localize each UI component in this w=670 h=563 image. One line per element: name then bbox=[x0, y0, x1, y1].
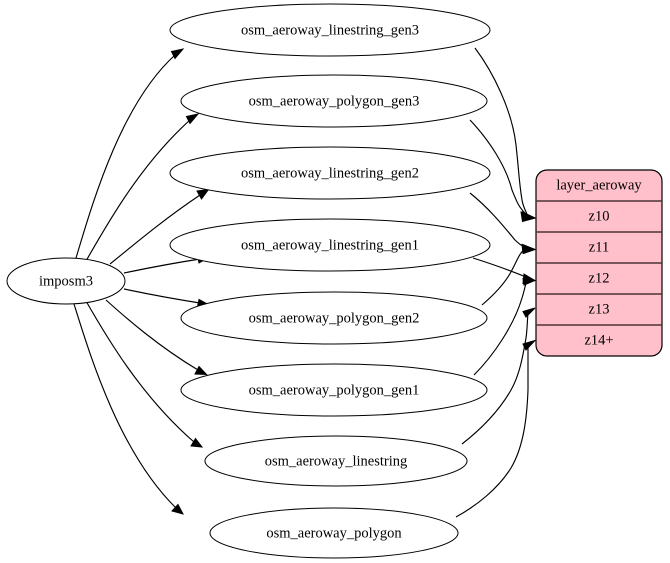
layer-aeroway-row-z10[interactable]: z10 bbox=[589, 208, 610, 224]
node-label-linestring-gen2: osm_aeroway_linestring_gen2 bbox=[241, 165, 419, 181]
edge-imposm3-to-linestring-gen1 bbox=[123, 258, 201, 274]
node-label-polygon-gen2: osm_aeroway_polygon_gen2 bbox=[249, 310, 420, 326]
arrow-head-polygon bbox=[171, 503, 184, 515]
arrow-head-linestring-gen2 bbox=[196, 188, 210, 200]
layer-aeroway-row-z13[interactable]: z13 bbox=[589, 301, 610, 317]
node-osm_aeroway_polygon_gen3[interactable]: osm_aeroway_polygon_gen3 bbox=[180, 74, 488, 128]
edge-imposm3-to-linestring bbox=[85, 300, 195, 443]
node-label-linestring-gen3: osm_aeroway_linestring_gen3 bbox=[241, 22, 419, 38]
layer-aeroway-header-label: layer_aeroway bbox=[556, 177, 642, 193]
arrow-head-z14 bbox=[522, 339, 537, 351]
node-label-linestring-gen1: osm_aeroway_linestring_gen1 bbox=[241, 237, 419, 253]
edge-imposm3-to-linestring-gen3 bbox=[75, 54, 176, 259]
edge-polygon-gen3-to-z10 bbox=[469, 119, 527, 215]
arrow-head-z12-b bbox=[522, 277, 537, 286]
node-imposm3-shape[interactable] bbox=[6, 257, 126, 305]
arrow-head-z10-b bbox=[520, 211, 537, 223]
node-osm_aeroway_linestring_gen1[interactable]: osm_aeroway_linestring_gen1 bbox=[169, 218, 491, 272]
node-osm_aeroway_linestring_gen2[interactable]: osm_aeroway_linestring_gen2 bbox=[169, 146, 491, 200]
edge-linestring-to-z13 bbox=[461, 311, 529, 445]
node-osm_aeroway_polygon[interactable]: osm_aeroway_polygon bbox=[209, 507, 459, 559]
node-shape-linestring-gen3[interactable] bbox=[169, 3, 491, 57]
layer-aeroway-row-z12[interactable]: z12 bbox=[589, 270, 610, 286]
node-shape-polygon[interactable] bbox=[209, 507, 459, 559]
edge-imposm3-to-polygon-gen1 bbox=[105, 299, 199, 371]
node-shape-linestring[interactable] bbox=[204, 435, 468, 487]
node-osm_aeroway_polygon_gen1[interactable]: osm_aeroway_polygon_gen1 bbox=[180, 363, 488, 417]
node-shape-linestring-gen1[interactable] bbox=[169, 218, 491, 272]
node-osm_aeroway_linestring[interactable]: osm_aeroway_linestring bbox=[204, 435, 468, 487]
node-label-polygon-gen3: osm_aeroway_polygon_gen3 bbox=[249, 93, 420, 109]
arrow-head-z11-b bbox=[521, 243, 537, 255]
arrow-head-polygon-gen1 bbox=[194, 365, 208, 376]
node-imposm3-label: imposm3 bbox=[39, 273, 93, 289]
node-shape-linestring-gen2[interactable] bbox=[169, 146, 491, 200]
layer-aeroway-row-z14[interactable]: z14+ bbox=[584, 332, 613, 348]
edge-linestring-gen1-to-z12 bbox=[472, 257, 527, 278]
node-osm_aeroway_linestring_gen3[interactable]: osm_aeroway_linestring_gen3 bbox=[169, 3, 491, 57]
layer-aeroway-row-z11[interactable]: z11 bbox=[589, 239, 609, 255]
node-shape-polygon-gen2[interactable] bbox=[180, 291, 488, 345]
node-shape-polygon-gen3[interactable] bbox=[180, 74, 488, 128]
arrow-head-z13 bbox=[522, 307, 536, 318]
node-label-polygon-gen1: osm_aeroway_polygon_gen1 bbox=[249, 382, 420, 398]
node-osm_aeroway_polygon_gen2[interactable]: osm_aeroway_polygon_gen2 bbox=[180, 291, 488, 345]
edge-imposm3-to-polygon bbox=[73, 303, 177, 509]
arrow-head-linestring bbox=[190, 437, 204, 448]
node-shape-polygon-gen1[interactable] bbox=[180, 363, 488, 417]
edge-imposm3-to-linestring-gen2 bbox=[109, 194, 201, 265]
arrow-head-linestring-gen3 bbox=[170, 48, 185, 60]
node-label-polygon: osm_aeroway_polygon bbox=[266, 525, 402, 541]
edge-polygon-to-z14 bbox=[455, 346, 529, 518]
edge-imposm3-to-polygon-gen2 bbox=[123, 288, 201, 304]
arrow-head-polygon-gen3 bbox=[185, 113, 200, 125]
edge-linestring-gen3-to-z10 bbox=[474, 47, 528, 215]
edge-group-to-layer-aeroway bbox=[455, 47, 537, 518]
edge-imposm3-to-polygon-gen3 bbox=[85, 119, 191, 262]
node-label-linestring: osm_aeroway_linestring bbox=[265, 453, 408, 469]
edge-polygon-gen1-to-z12 bbox=[473, 279, 528, 376]
edge-polygon-gen2-to-z11 bbox=[481, 247, 527, 306]
node-imposm3[interactable]: imposm3 bbox=[6, 257, 126, 305]
node-layer-aeroway-table[interactable]: layer_aeroway z10 z11 z12 z13 z14+ bbox=[535, 169, 663, 357]
